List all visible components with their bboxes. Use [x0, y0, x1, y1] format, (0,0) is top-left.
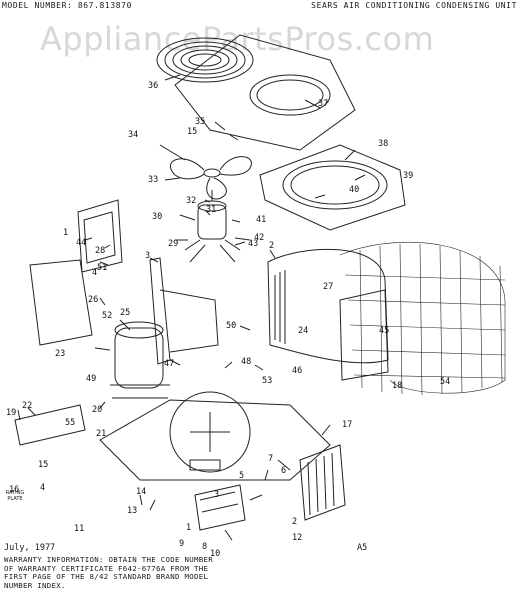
callout-9: 9: [179, 539, 184, 549]
callout-46: 46: [292, 366, 302, 376]
callout-21: 21: [96, 429, 106, 439]
callout-34: 34: [128, 130, 138, 140]
callout-51: 51: [97, 263, 107, 273]
fan-shroud: [259, 144, 406, 231]
diagram-date: July, 1977: [4, 543, 56, 553]
control-panel-cover: [77, 199, 123, 273]
callout-8: 8: [202, 542, 207, 552]
compressor: [110, 321, 170, 399]
callout-11: 11: [74, 524, 84, 534]
callout-18: 18: [392, 381, 402, 391]
callout-15: 15: [38, 460, 48, 470]
wire-grille: [339, 241, 506, 396]
partition-panel: [149, 257, 219, 365]
warranty-line: FIRST PAGE OF THE 8/42 STANDARD BRAND MO…: [4, 572, 209, 582]
callout-13: 13: [127, 506, 137, 516]
callout-43: 43: [248, 239, 258, 249]
callout-6: 6: [281, 466, 286, 476]
callout-22: 22: [22, 401, 32, 411]
warranty-line: NUMBER INDEX.: [4, 580, 66, 590]
callout-27: 27: [323, 282, 333, 292]
unit-title: SEARS AIR CONDITIONING CONDENSING UNIT: [311, 1, 517, 10]
callout-15: 15: [187, 127, 197, 137]
callout-5: 5: [239, 471, 244, 481]
callout-38: 38: [378, 139, 388, 149]
callout-47: 47: [164, 359, 174, 369]
callout-37: 37: [318, 99, 328, 109]
callout-52: 52: [102, 311, 112, 321]
callout-28: 28: [95, 246, 105, 256]
callout-54: 54: [440, 377, 450, 387]
model-number: MODEL NUMBER: 867.813870: [2, 1, 132, 10]
terminal-board: [14, 404, 86, 446]
page-code: A5: [357, 543, 368, 553]
rating-plate-label: RATING PLATE: [5, 490, 25, 502]
callout-1: 1: [63, 228, 68, 238]
warranty-line: OF WARRANTY CERTIFICATE F642-6776A FROM …: [4, 563, 209, 573]
callout-2: 2: [292, 517, 297, 527]
callout-33: 33: [148, 175, 158, 185]
callout-23: 23: [55, 349, 65, 359]
side-panel: [29, 259, 93, 346]
callout-31: 31: [206, 205, 216, 215]
callout-32: 32: [186, 196, 196, 206]
callout-50: 50: [226, 321, 236, 331]
callout-48: 48: [241, 357, 251, 367]
callout-10: 10: [210, 549, 220, 559]
callout-4: 4: [40, 483, 45, 493]
callout-45: 45: [379, 326, 389, 336]
callout-44: 44: [76, 238, 86, 248]
callout-16: 16: [9, 485, 19, 495]
callout-19: 19: [6, 408, 16, 418]
warranty-line: WARRANTY INFORMATION: OBTAIN THE CODE NU…: [4, 555, 213, 564]
callout-24: 24: [298, 326, 308, 336]
condenser-coil: [267, 248, 389, 381]
callout-49: 49: [86, 374, 96, 384]
callout-20: 20: [92, 405, 102, 415]
callout-42: 42: [254, 233, 264, 243]
callout-25: 25: [120, 308, 130, 318]
fan-blade: [169, 156, 252, 200]
callout-12: 12: [292, 533, 302, 543]
callout-1: 1: [186, 523, 191, 533]
top-cover: [174, 34, 356, 151]
callout-7: 7: [268, 454, 273, 464]
access-panel: [299, 444, 346, 521]
callout-41: 41: [256, 215, 266, 225]
callout-40: 40: [349, 185, 359, 195]
callout-39: 39: [403, 171, 413, 181]
callout-26: 26: [88, 295, 98, 305]
fan-grille: [156, 37, 254, 83]
callout-30: 30: [152, 212, 162, 222]
callout-4: 4: [92, 268, 97, 278]
callout-55: 55: [65, 418, 75, 428]
callout-17: 17: [342, 420, 352, 430]
callout-14: 14: [136, 487, 146, 497]
callout-29: 29: [168, 239, 178, 249]
callout-3: 3: [214, 490, 219, 500]
base-pan: [99, 391, 331, 481]
control-box: [194, 484, 246, 531]
watermark: AppliancePartsPros.com: [40, 20, 435, 58]
warranty-information: WARRANTY INFORMATION: OBTAIN THE CODE NU…: [4, 555, 334, 590]
callout-3: 3: [145, 251, 150, 261]
fan-motor: [184, 190, 241, 263]
callout-36: 36: [148, 81, 158, 91]
callout-53: 53: [262, 376, 272, 386]
callout-35: 35: [195, 117, 205, 127]
callout-2: 2: [269, 241, 274, 251]
